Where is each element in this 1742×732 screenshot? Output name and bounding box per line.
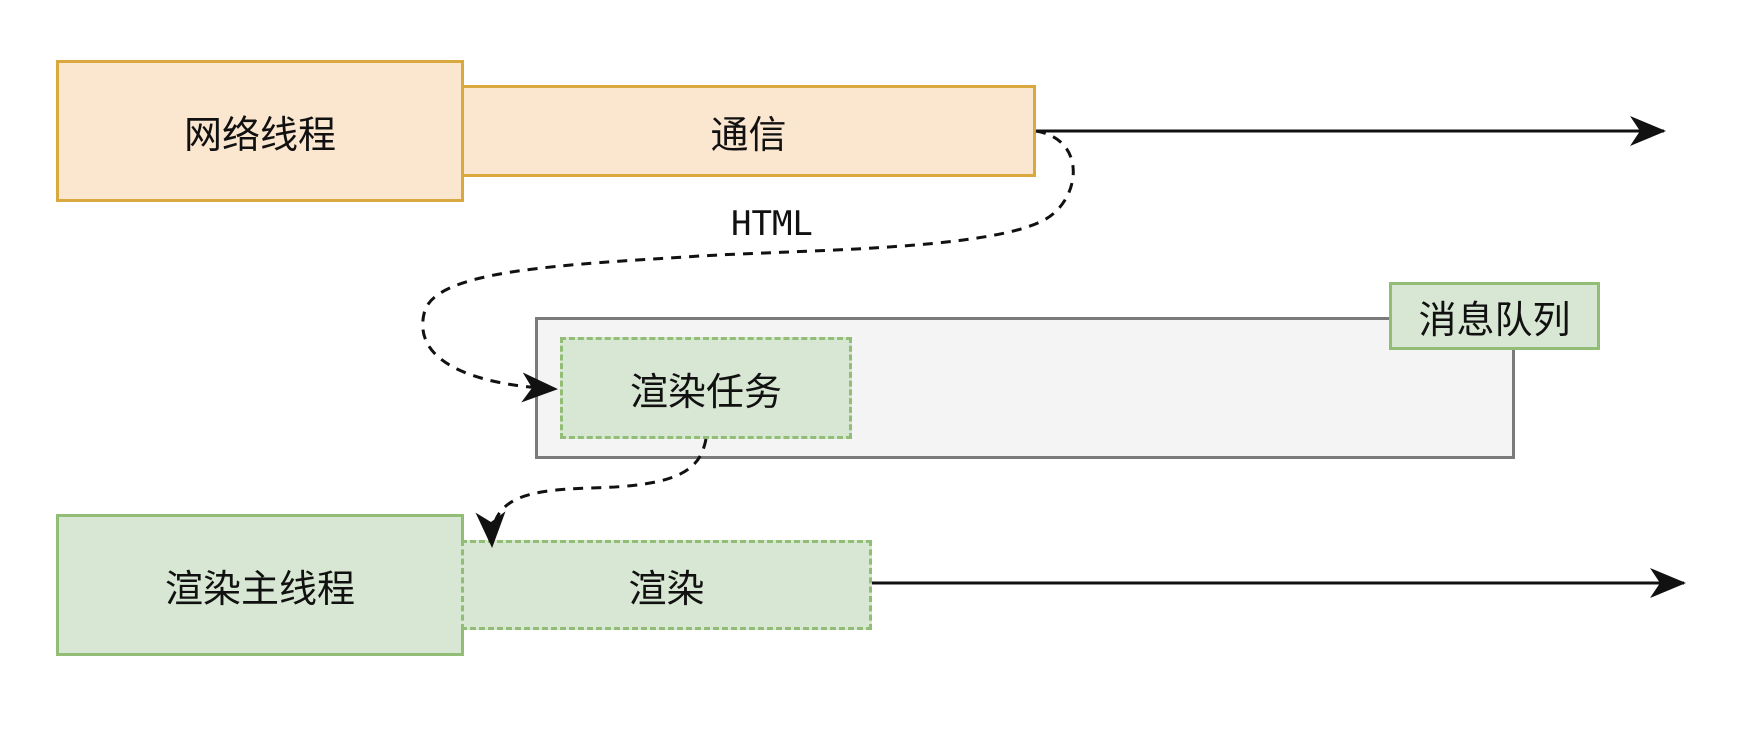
render-task-label: 渲染任务: [629, 369, 782, 414]
communication-task-label: 通信: [710, 112, 787, 157]
render-task-execution-box: 渲染: [461, 540, 872, 630]
render-main-thread-box: 渲染主线程: [56, 514, 464, 656]
html-transfer-curve: [421, 129, 1075, 403]
network-thread-box: 网络线程: [56, 60, 464, 202]
task-dispatch-curve: [475, 438, 708, 548]
network-thread-label: 网络线程: [183, 112, 336, 157]
html-transfer-label: HTML: [731, 204, 813, 244]
message-queue-label: 消息队列: [1418, 297, 1571, 342]
render-execution-label: 渲染: [628, 566, 705, 611]
render-main-thread-label: 渲染主线程: [164, 566, 355, 611]
communication-task-box: 通信: [461, 85, 1036, 177]
message-queue-label-box: 消息队列: [1389, 282, 1600, 350]
render-task-box: 渲染任务: [560, 337, 852, 439]
